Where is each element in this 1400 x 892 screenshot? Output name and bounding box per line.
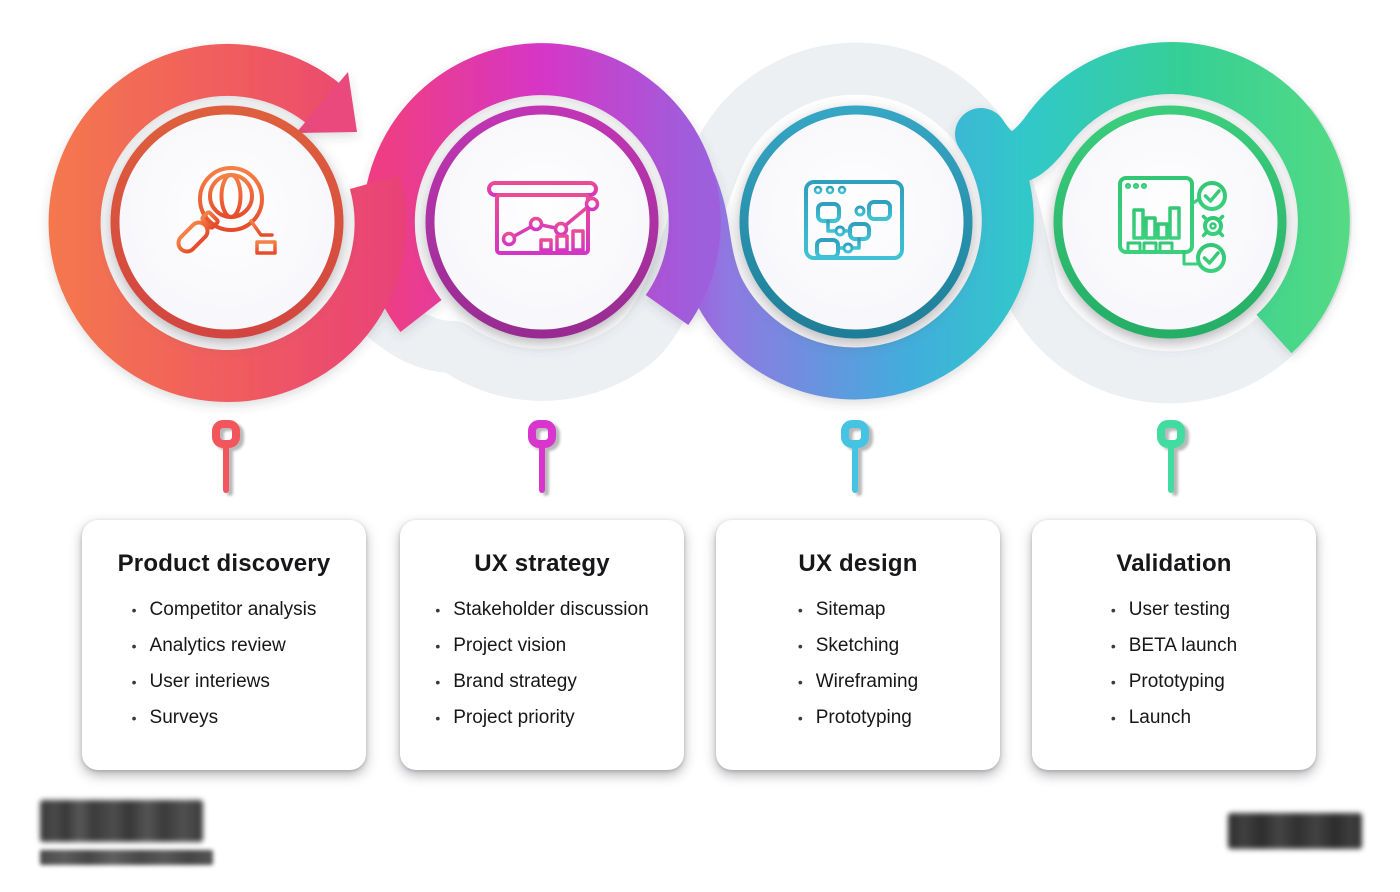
- bullet-glyph: •: [1110, 674, 1116, 690]
- list-item-text: Brand strategy: [453, 671, 577, 692]
- list-item-text: Prototyping: [815, 707, 912, 728]
- bullet-glyph: •: [435, 638, 441, 654]
- stage-circle-1: [110, 105, 344, 339]
- list-item: • Prototyping: [798, 705, 918, 731]
- list-item: • Launch: [1111, 705, 1237, 731]
- list-item-text: User interiews: [149, 671, 270, 692]
- dashboard-checklist-icon: [1118, 176, 1229, 273]
- list-item: • BETA launch: [1111, 633, 1237, 659]
- card-title: UX design: [798, 550, 918, 577]
- list-item: • Wireframing: [798, 669, 918, 695]
- ribbon-colored-band-stage3-4: [665, 42, 1350, 400]
- bullet-glyph: •: [131, 674, 137, 690]
- redacted-logo-left-tagline: [40, 850, 213, 865]
- bullet-glyph: •: [1110, 602, 1116, 618]
- card-validation: Validation • User testing • BETA launch • Pro…: [1032, 520, 1316, 770]
- bullet-glyph: •: [1110, 638, 1116, 654]
- list-item-text: Analytics review: [149, 635, 286, 656]
- list-item-text: Sitemap: [815, 599, 886, 620]
- card-list: • Sitemap • Sketching • Wireframing • Prototypi…: [798, 597, 918, 731]
- presentation-chart-icon: [487, 181, 600, 255]
- bullet-glyph: •: [797, 602, 803, 618]
- card-list: • Stakeholder discussion • Project vision • B…: [435, 597, 648, 731]
- bullet-glyph: •: [435, 674, 441, 690]
- ribbon-ring-stage1: [48, 44, 407, 402]
- list-item-text: User testing: [1128, 599, 1231, 620]
- pin-stage-1: [212, 420, 240, 493]
- list-item-text: Prototyping: [1128, 671, 1225, 692]
- list-item-text: Wireframing: [815, 671, 919, 692]
- bullet-glyph: •: [1110, 710, 1116, 726]
- bullet-glyph: •: [435, 710, 441, 726]
- pin-stage-4: [1157, 420, 1185, 493]
- card-title: Validation: [1116, 550, 1232, 577]
- card-title: UX strategy: [474, 550, 610, 577]
- list-item: • Brand strategy: [435, 669, 648, 695]
- list-item-text: Sketching: [815, 635, 900, 656]
- list-item: • Sketching: [798, 633, 918, 659]
- list-item-text: BETA launch: [1128, 635, 1238, 656]
- list-item: • User testing: [1111, 597, 1237, 623]
- card-list: • User testing • BETA launch • Prototyping • La…: [1111, 597, 1237, 731]
- card-ux-design: UX design • Sitemap • Sketching • Wireframing…: [716, 520, 1000, 770]
- sitemap-window-icon: [804, 180, 904, 260]
- bullet-glyph: •: [131, 710, 137, 726]
- card-title: Product discovery: [117, 550, 331, 577]
- card-ux-strategy: UX strategy • Stakeholder discussion • Proj…: [400, 520, 684, 770]
- list-item: • Competitor analysis: [132, 597, 317, 623]
- list-item-text: Project vision: [453, 635, 567, 656]
- bullet-glyph: •: [797, 638, 803, 654]
- list-item-text: Project priority: [453, 707, 575, 728]
- list-item: • Project vision: [435, 633, 648, 659]
- redacted-logo-left: [40, 800, 215, 865]
- card-list: • Competitor analysis • Analytics review • Us…: [132, 597, 317, 731]
- list-item: • Surveys: [132, 705, 317, 731]
- pin-stage-2: [528, 420, 556, 493]
- ribbon-gray-band: [333, 42, 1352, 404]
- bullet-glyph: •: [797, 674, 803, 690]
- redacted-logo-left-wordmark: [40, 800, 203, 842]
- list-item-text: Stakeholder discussion: [453, 599, 649, 620]
- list-item: • Stakeholder discussion: [435, 597, 648, 623]
- bullet-glyph: •: [435, 602, 441, 618]
- list-item: • User interiews: [132, 669, 317, 695]
- list-item: • Analytics review: [132, 633, 317, 659]
- list-item: • Sitemap: [798, 597, 918, 623]
- list-item: • Project priority: [435, 705, 648, 731]
- list-item: • Prototyping: [1111, 669, 1237, 695]
- bullet-glyph: •: [131, 602, 137, 618]
- redacted-logo-right: [1228, 813, 1362, 849]
- ribbon-arrowhead: [296, 72, 357, 133]
- pin-stage-3: [841, 420, 869, 493]
- bullet-glyph: •: [131, 638, 137, 654]
- card-product-discovery: Product discovery • Competitor analysis • A…: [82, 520, 366, 770]
- list-item-text: Competitor analysis: [149, 599, 317, 620]
- list-item-text: Launch: [1128, 707, 1192, 728]
- list-item-text: Surveys: [149, 707, 219, 728]
- bullet-glyph: •: [797, 710, 803, 726]
